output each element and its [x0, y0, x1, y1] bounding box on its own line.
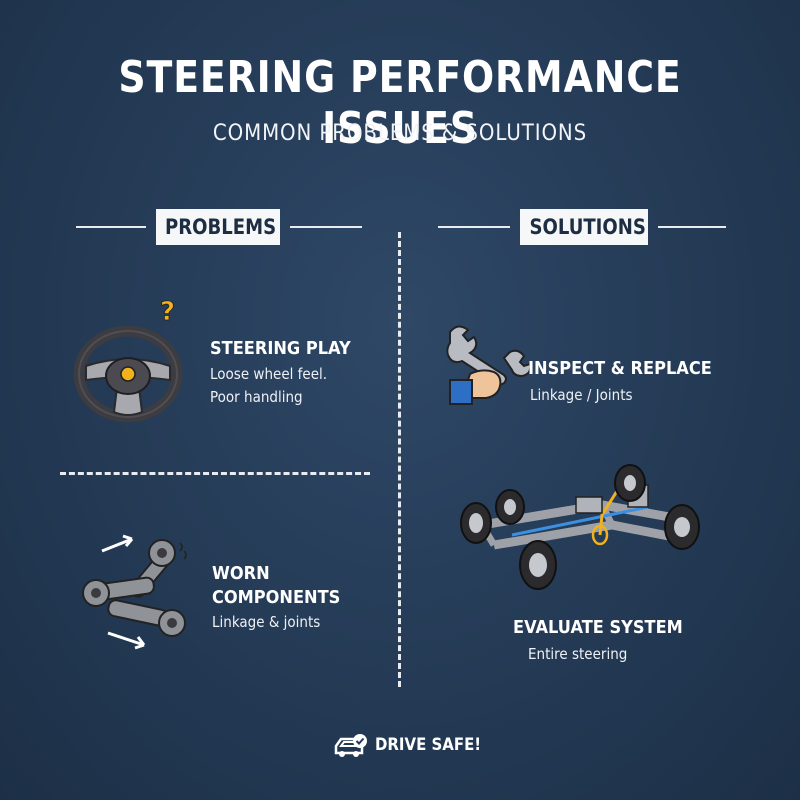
- footer-label: DRIVE SAFE!: [375, 735, 482, 755]
- problems-heading: PROBLEMS: [156, 209, 280, 245]
- vertical-divider: [398, 232, 401, 687]
- worn-linkage-icon: [82, 534, 187, 650]
- divider: [290, 226, 362, 228]
- divider: [438, 226, 510, 228]
- solution-title-evaluate: EVALUATE SYSTEM: [513, 617, 683, 638]
- problem-text: Loose wheel feel.: [210, 365, 328, 383]
- divider: [76, 226, 146, 228]
- page-subtitle: COMMON PROBLEMS & SOLUTIONS: [212, 121, 588, 146]
- svg-text:?: ?: [160, 297, 175, 327]
- problem-title-worn: WORN: [212, 563, 270, 584]
- problem-text: Poor handling: [210, 388, 303, 406]
- horizontal-divider: [60, 472, 370, 475]
- page-title: STEERING PERFORMANCE ISSUES: [118, 52, 682, 154]
- problem-title-components: COMPONENTS: [212, 587, 341, 608]
- solution-text: Linkage / Joints: [530, 386, 633, 404]
- wrench-hand-icon: [446, 325, 530, 405]
- divider: [658, 226, 726, 228]
- steering-wheel-question-icon: ?: [73, 297, 183, 423]
- solution-text: Entire steering: [528, 645, 628, 663]
- car-check-icon: [334, 734, 367, 757]
- problem-title-steering-play: STEERING PLAY: [210, 338, 351, 359]
- car-chassis-icon: [460, 464, 700, 590]
- solution-title-inspect: INSPECT & REPLACE: [528, 358, 712, 379]
- problem-text: Linkage & joints: [212, 613, 321, 631]
- solutions-heading: SOLUTIONS: [520, 209, 648, 245]
